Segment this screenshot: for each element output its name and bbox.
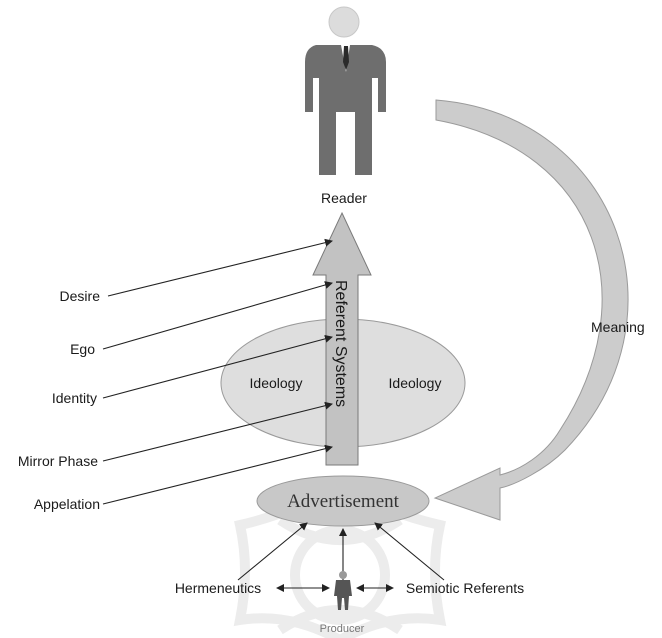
identity-arrow [102,334,333,399]
concept-mirror-phase: Mirror Phase [18,453,98,469]
watermark-seal [233,482,447,638]
ideology-right-label: Ideology [389,375,442,391]
hermeneutics-label: Hermeneutics [175,580,261,596]
advertisement-ellipse [256,475,430,527]
mirror-phase-arrow [102,401,333,462]
advertisement-label: Advertisement [287,491,400,512]
hermeneutics-to-ad-arrow [237,522,308,581]
concept-appelation: Appelation [34,496,100,512]
concept-desire: Desire [60,288,101,304]
reader-figure-icon [305,6,386,175]
referent-systems-label: Referent Systems [332,280,349,407]
meaning-label: Meaning [591,319,645,335]
concept-ego: Ego [70,341,95,357]
semiotic-referents-label: Semiotic Referents [406,580,524,596]
concept-identity: Identity [52,390,97,406]
ideology-left-label: Ideology [250,375,303,391]
ego-arrow [102,281,333,350]
desire-arrow [107,238,333,297]
semiotic-to-ad-arrow [374,522,445,581]
appelation-arrow [102,444,333,505]
meaning-curved-arrow [433,99,629,521]
producer-label: Producer [320,623,365,635]
reader-label: Reader [321,190,367,206]
producer-figure-icon [334,571,352,610]
